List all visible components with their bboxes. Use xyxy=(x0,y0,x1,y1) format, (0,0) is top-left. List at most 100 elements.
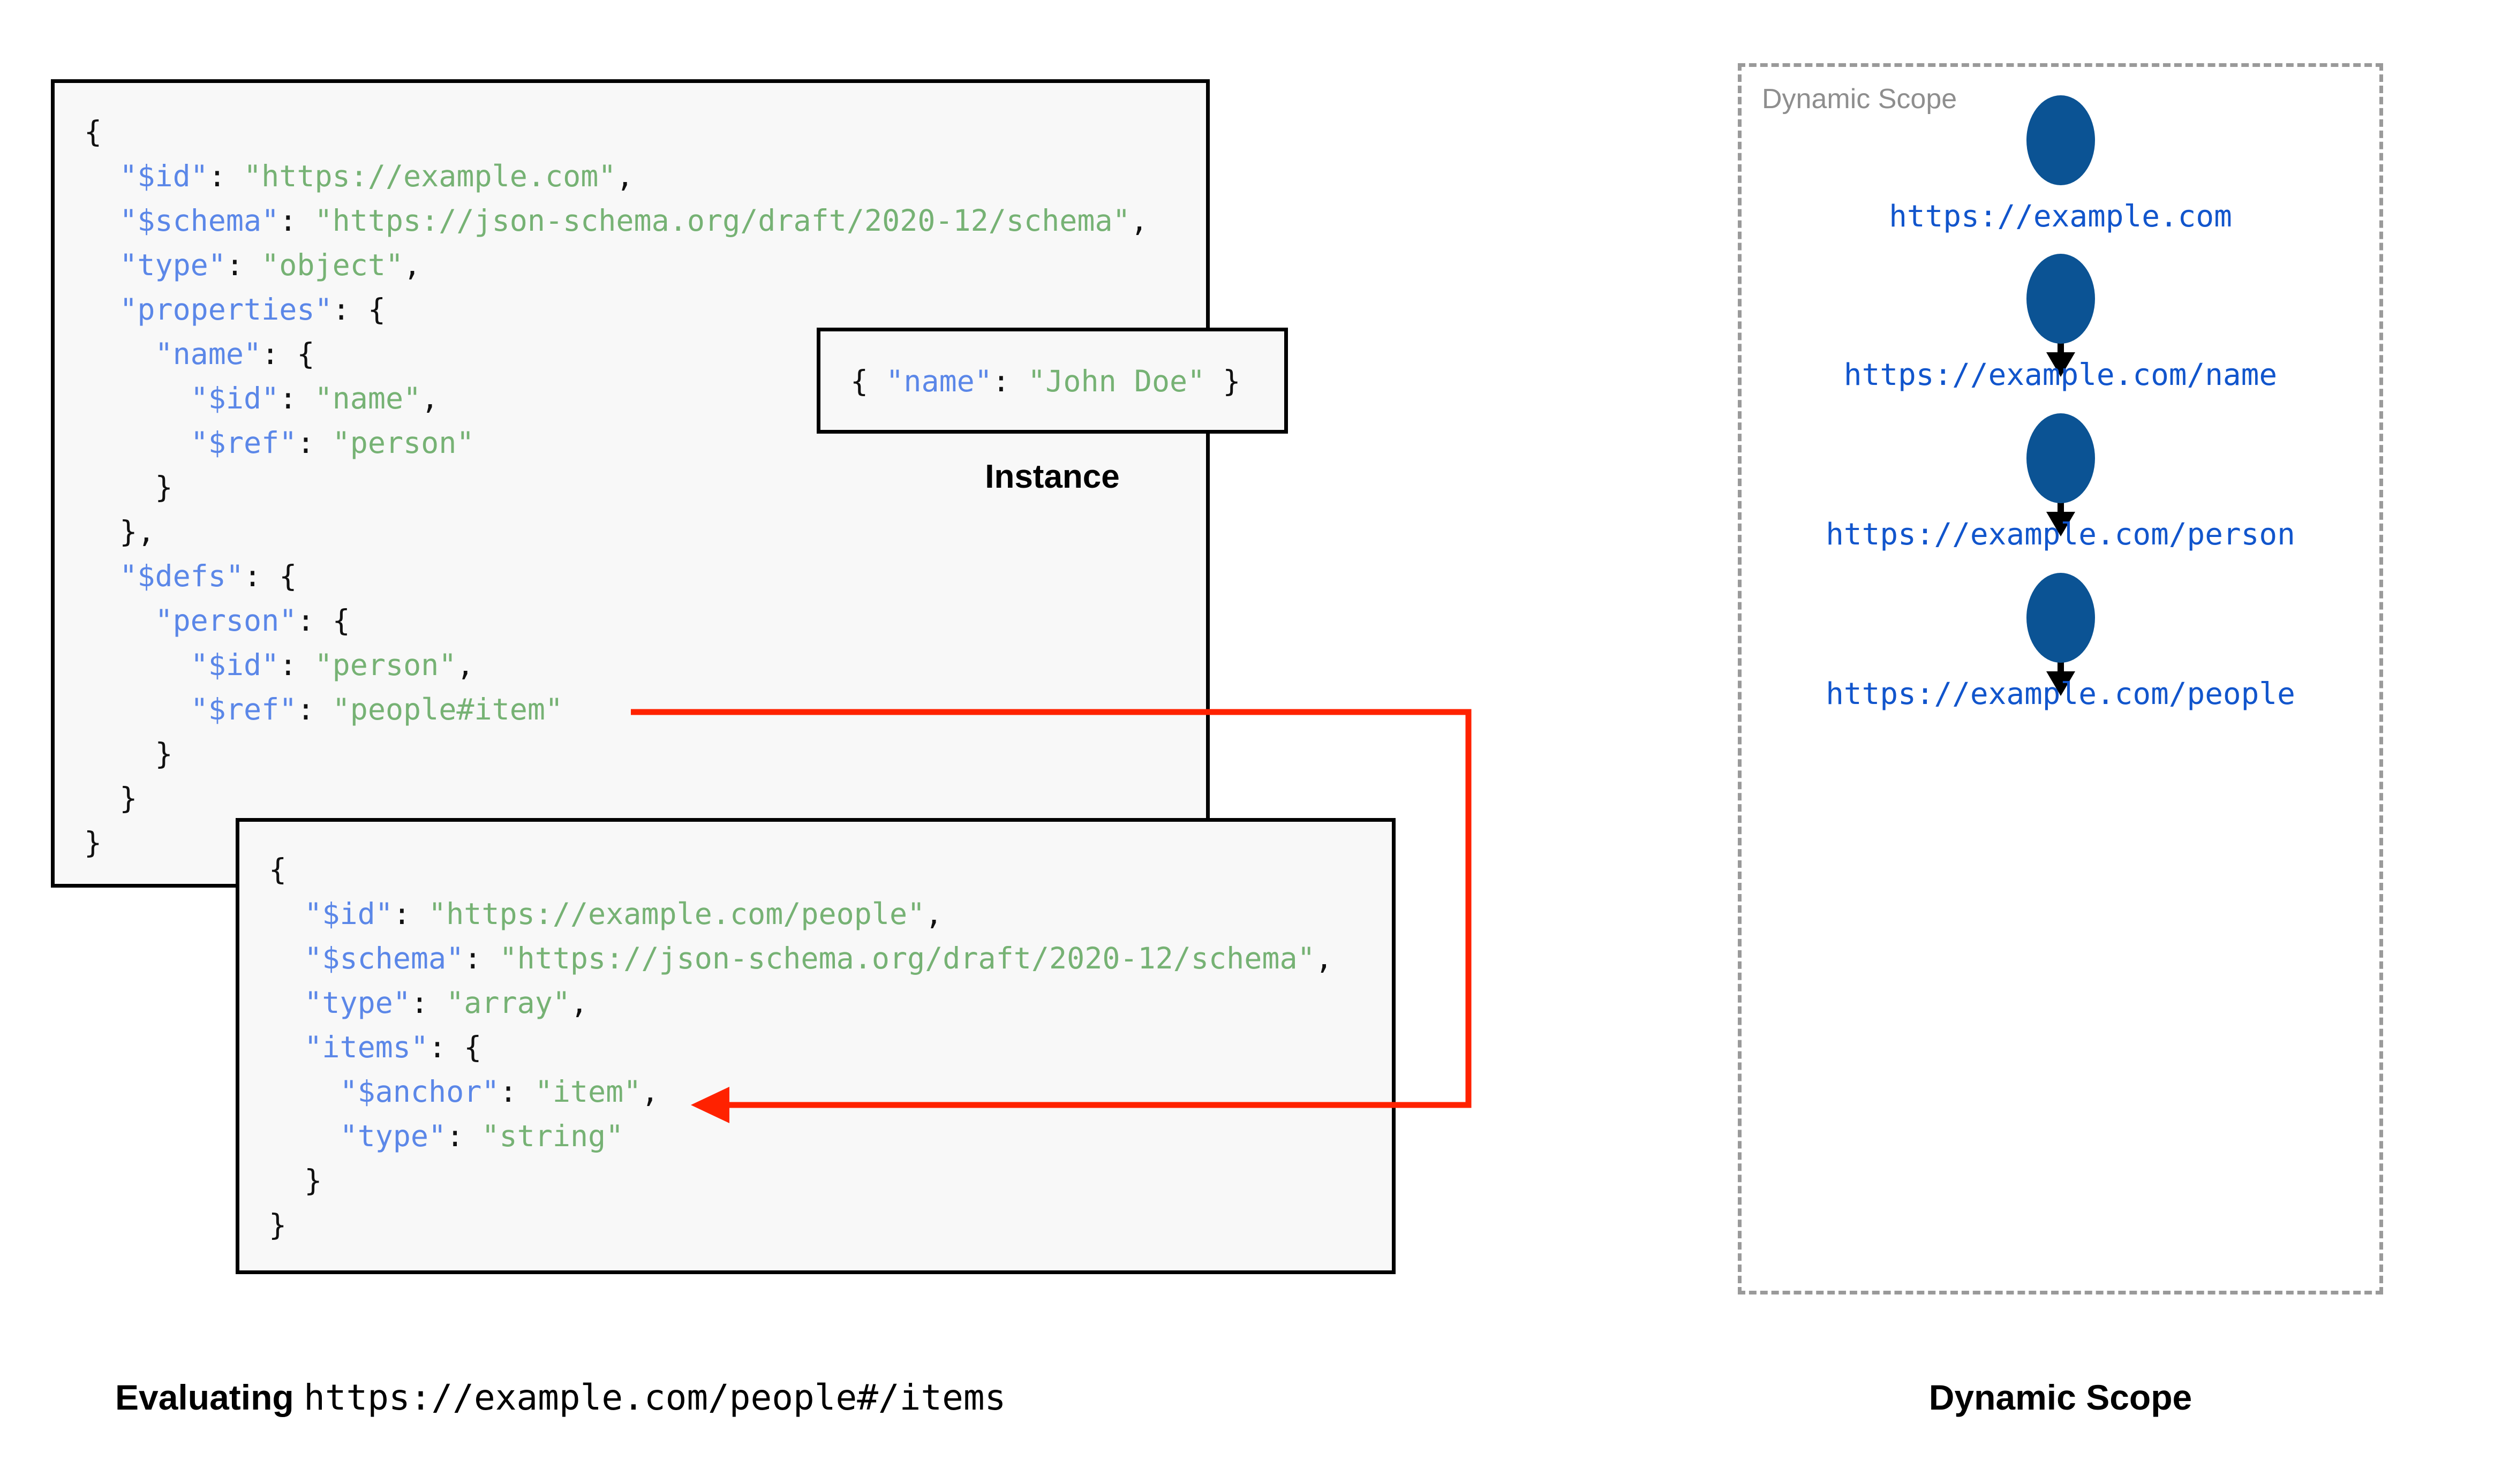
code-token: : xyxy=(464,941,500,975)
scope-node-3: https://example.com/people xyxy=(1738,573,2383,711)
code-token xyxy=(84,337,155,371)
code-line: "type": "array", xyxy=(269,981,1333,1025)
code-token xyxy=(269,1030,304,1064)
dynamic-scope-panel xyxy=(1738,63,2383,1294)
code-token: : xyxy=(992,364,1028,398)
instance-box: { "name": "John Doe" } xyxy=(817,328,1288,434)
code-token: : xyxy=(279,381,315,415)
code-token: : xyxy=(297,692,333,726)
code-token: "array" xyxy=(446,986,570,1020)
evaluating-caption: Evaluating https://example.com/people#/i… xyxy=(115,1377,1006,1418)
scope-node-label: https://example.com xyxy=(1889,199,2232,234)
code-token: } xyxy=(1205,364,1241,398)
code-token: "$id" xyxy=(304,897,393,931)
code-token: "type" xyxy=(340,1119,447,1153)
code-token: , xyxy=(641,1074,659,1109)
code-line: "person": { xyxy=(84,599,1148,643)
code-token: "$schema" xyxy=(119,203,280,238)
code-token: } xyxy=(84,781,138,815)
code-token: "person" xyxy=(155,603,297,638)
code-token: , xyxy=(925,897,943,931)
code-line: { "name": "John Doe" } xyxy=(850,359,1241,404)
code-token: : xyxy=(297,426,333,460)
code-token: "type" xyxy=(119,248,226,282)
code-token: : xyxy=(410,986,447,1020)
code-token: : xyxy=(393,897,429,931)
code-token xyxy=(269,897,304,931)
code-token: , xyxy=(456,648,474,682)
code-line: "$id": "https://example.com", xyxy=(84,154,1148,199)
code-line: } xyxy=(84,821,1148,865)
code-token: } xyxy=(269,1208,287,1242)
code-token: { xyxy=(850,364,886,398)
code-token: , xyxy=(1130,203,1148,238)
code-token xyxy=(84,692,191,726)
code-line: { xyxy=(269,847,1333,892)
root-schema-box: { "$id": "https://example.com", "$schema… xyxy=(51,79,1210,888)
code-token: "string" xyxy=(481,1119,624,1153)
code-token: : xyxy=(279,648,315,682)
code-token: , xyxy=(421,381,439,415)
code-line: "type": "object", xyxy=(84,243,1148,287)
scope-node-1: https://example.com/name xyxy=(1738,254,2383,392)
code-token: , xyxy=(1315,941,1333,975)
code-token: "name" xyxy=(155,337,262,371)
evaluating-url: https://example.com/people#/items xyxy=(304,1377,1006,1418)
code-token: "https://example.com" xyxy=(244,159,616,193)
code-token: "person" xyxy=(332,426,474,460)
code-line: "$ref": "person" xyxy=(84,421,1148,465)
code-token: "object" xyxy=(261,248,404,282)
code-line: "type": "string" xyxy=(269,1114,1333,1159)
people-schema-box: { "$id": "https://example.com/people", "… xyxy=(236,818,1396,1274)
code-token: : xyxy=(225,248,262,282)
code-token xyxy=(269,941,304,975)
code-line: "name": { xyxy=(84,332,1148,376)
code-token: { xyxy=(269,852,287,887)
code-token: } xyxy=(84,470,173,504)
code-token: "$defs" xyxy=(119,559,244,593)
code-token: : xyxy=(499,1074,535,1109)
scope-node-ellipse xyxy=(2026,413,2095,503)
evaluating-label: Evaluating xyxy=(115,1377,304,1417)
code-line: } xyxy=(269,1159,1333,1203)
scope-node-ellipse xyxy=(2026,254,2095,344)
code-token: "https://json-schema.org/draft/2020-12/s… xyxy=(314,203,1131,238)
code-token: : { xyxy=(297,603,350,638)
code-token xyxy=(84,248,119,282)
code-token xyxy=(84,559,119,593)
code-token: "$anchor" xyxy=(340,1074,500,1109)
code-line: } xyxy=(84,465,1148,510)
code-line: "$schema": "https://json-schema.org/draf… xyxy=(269,936,1333,981)
code-token: { xyxy=(84,115,102,149)
code-token: : { xyxy=(332,292,386,327)
code-token xyxy=(269,1074,340,1109)
code-line: "$schema": "https://json-schema.org/draf… xyxy=(84,199,1148,243)
people-schema-code: { "$id": "https://example.com/people", "… xyxy=(269,847,1333,1247)
code-token: } xyxy=(84,826,102,860)
code-token xyxy=(84,426,191,460)
code-token: "$schema" xyxy=(304,941,464,975)
code-token: "$ref" xyxy=(190,692,297,726)
code-token: : { xyxy=(428,1030,482,1064)
code-token xyxy=(84,292,119,327)
code-token: "name" xyxy=(886,364,992,398)
code-token: } xyxy=(269,1163,322,1198)
code-line: "$id": "person", xyxy=(84,643,1148,687)
code-token: "people#item" xyxy=(332,692,563,726)
code-line: "$ref": "people#item" xyxy=(84,687,1148,732)
code-line: "$defs": { xyxy=(84,554,1148,599)
scope-node-label: https://example.com/person xyxy=(1826,517,2295,552)
code-line: { xyxy=(84,110,1148,154)
code-token: "John Doe" xyxy=(1028,364,1205,398)
code-token: : { xyxy=(261,337,315,371)
code-token xyxy=(269,986,304,1020)
code-token: "name" xyxy=(314,381,421,415)
scope-node-label: https://example.com/people xyxy=(1826,677,2295,711)
code-token: "$id" xyxy=(119,159,208,193)
code-token: }, xyxy=(84,514,155,549)
code-token: : { xyxy=(244,559,297,593)
code-token: "item" xyxy=(534,1074,642,1109)
code-token: : xyxy=(279,203,315,238)
code-token: } xyxy=(84,737,173,771)
